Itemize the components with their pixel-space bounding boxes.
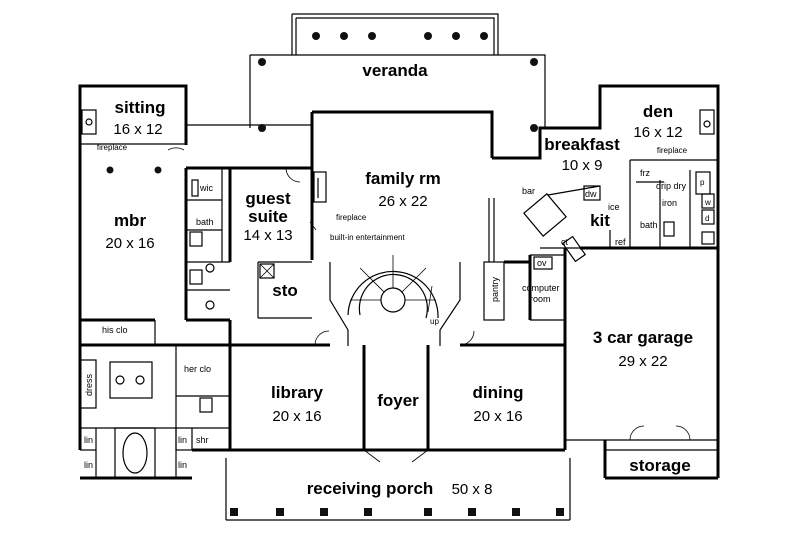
veranda-post [258, 124, 266, 132]
exterior-walls [78, 84, 720, 450]
label-kit: kit [590, 211, 610, 230]
label-family-size: 26 x 22 [378, 193, 427, 210]
label-den-bath: bath [640, 220, 658, 230]
porch-post [364, 508, 372, 516]
label-mbr-size: 20 x 16 [105, 235, 154, 252]
label-lin: lin [84, 435, 93, 445]
label-ice: ice [608, 202, 620, 212]
label-lin: lin [84, 460, 93, 470]
label-family-fireplace: fireplace [336, 213, 367, 222]
sto-area [228, 167, 312, 319]
label-drip-dry: drip dry [656, 181, 687, 191]
veranda-post [452, 32, 460, 40]
label-library-size: 20 x 16 [272, 408, 321, 425]
label-lin: lin [178, 435, 187, 445]
sitting-fireplace-box [81, 109, 97, 135]
label-porch: receiving porch [307, 479, 434, 498]
family-fireplace-box [313, 171, 327, 203]
label-pantry: pantry [490, 276, 500, 302]
veranda-post [424, 32, 432, 40]
label-guest-size: 14 x 13 [243, 227, 292, 244]
veranda-structure [186, 13, 546, 132]
label-den-fireplace: fireplace [657, 146, 688, 155]
label-mbr: mbr [114, 211, 147, 230]
label-foyer: foyer [377, 391, 419, 410]
label-d: d [705, 214, 709, 223]
label-dining: dining [473, 383, 524, 402]
porch-post [320, 508, 328, 516]
label-up: up [430, 317, 439, 326]
label-built-in: built-in entertainment [330, 233, 405, 242]
veranda-post [368, 32, 376, 40]
master-bath-area [79, 318, 230, 480]
porch-post [556, 508, 564, 516]
veranda-post [530, 58, 538, 66]
label-bar: bar [522, 186, 535, 196]
label-library: library [271, 383, 324, 402]
door-swing [167, 147, 185, 151]
porch-post [424, 508, 432, 516]
label-shr: shr [196, 435, 209, 445]
label-p: p [700, 178, 705, 187]
label-wic: wic [199, 183, 213, 193]
label-suite: suite [248, 207, 288, 226]
kitchen-area [523, 109, 718, 321]
veranda-post [258, 58, 266, 66]
central-walls [228, 248, 567, 452]
label-breakfast-size: 10 x 9 [562, 157, 603, 174]
label-sitting-fireplace: fireplace [97, 143, 128, 152]
label-his-clo: his clo [102, 325, 128, 335]
spiral-stair [329, 255, 461, 346]
label-her-clo: her clo [184, 364, 211, 374]
label-family-rm: family rm [365, 169, 441, 188]
label-veranda: veranda [362, 61, 428, 80]
label-dress: dress [84, 373, 94, 396]
label-sitting-size: 16 x 12 [113, 121, 162, 138]
label-garage-size: 29 x 22 [618, 353, 667, 370]
label-ct: ct [561, 237, 569, 247]
label-lin: lin [178, 460, 187, 470]
veranda-post [480, 32, 488, 40]
porch-post [230, 508, 238, 516]
column [106, 166, 114, 174]
receiving-porch-structure [225, 449, 571, 521]
garage-structure [565, 248, 720, 480]
label-guest: guest [245, 189, 291, 208]
label-dw: dw [585, 189, 597, 199]
veranda-post [340, 32, 348, 40]
pantry-box [483, 261, 505, 321]
label-computer-room: room [530, 294, 551, 304]
veranda-post [530, 124, 538, 132]
label-garage: 3 car garage [593, 328, 693, 347]
guest-bath-area [186, 168, 230, 310]
label-computer: computer [522, 283, 560, 293]
sitting-fireplace-icon [85, 118, 93, 126]
label-ref: ref [615, 237, 626, 247]
label-storage: storage [629, 456, 690, 475]
label-iron: iron [662, 198, 677, 208]
label-bath: bath [196, 217, 214, 227]
label-dining-size: 20 x 16 [473, 408, 522, 425]
label-den-size: 16 x 12 [633, 124, 682, 141]
porch-post [512, 508, 520, 516]
label-sto: sto [272, 281, 298, 300]
label-breakfast: breakfast [544, 135, 620, 154]
porch-post [276, 508, 284, 516]
label-sitting: sitting [115, 98, 166, 117]
label-porch-size: 50 x 8 [452, 481, 493, 498]
veranda-post [312, 32, 320, 40]
label-den: den [643, 102, 673, 121]
label-frz: frz [640, 168, 650, 178]
label-w: w [704, 198, 711, 207]
column [154, 166, 162, 174]
label-ov: ov [537, 258, 547, 268]
porch-post [468, 508, 476, 516]
